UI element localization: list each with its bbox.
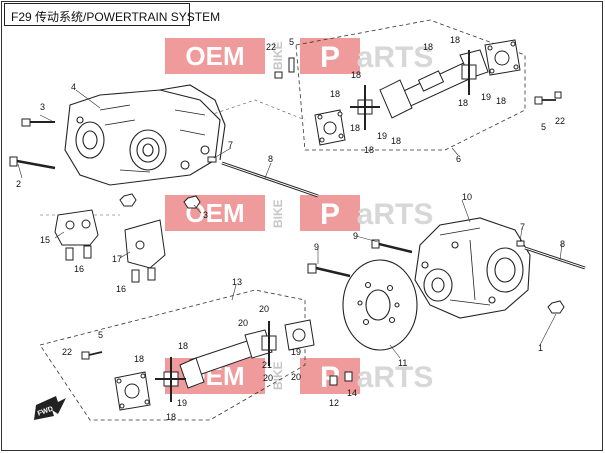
- u-joint-upper-left: [350, 85, 380, 130]
- bolts-5-lower-left: [81, 351, 103, 360]
- callout-5-lower: 5: [98, 330, 103, 340]
- callout-18-h: 18: [458, 98, 468, 108]
- callout-8-front: 8: [268, 154, 273, 164]
- callout-18-i: 18: [496, 96, 506, 106]
- callout-19-b: 19: [481, 92, 491, 102]
- flange-lower-left: [114, 371, 151, 411]
- callout-18-k: 18: [178, 341, 188, 351]
- brake-disc: [342, 259, 418, 351]
- callout-1: 1: [538, 343, 543, 353]
- callout-18-a: 18: [351, 70, 361, 80]
- bolt-2-long: [9, 156, 56, 170]
- svg-text:P: P: [320, 198, 340, 231]
- callout-19-a: 19: [377, 131, 387, 141]
- callout-20-a: 20: [238, 318, 248, 328]
- callout-8-rear: 8: [560, 239, 565, 249]
- u-joint-lower-right: [261, 321, 277, 366]
- watermark-top: OEM BIKE P aRTS: [165, 38, 433, 74]
- rear-differential: [414, 217, 531, 319]
- callout-22-right: 22: [555, 116, 565, 126]
- callout-18-e: 18: [391, 136, 401, 146]
- callout-3-lower: 3: [203, 210, 208, 220]
- flange-upper-right: [484, 39, 521, 76]
- bracket-17: [124, 219, 166, 283]
- nut-1: [547, 300, 565, 314]
- u-joint-upper-right: [461, 50, 477, 95]
- flange-upper-left: [314, 109, 346, 146]
- pin-7-front: [207, 156, 217, 163]
- axle-8-rear: [524, 246, 586, 270]
- flange-lower-right: [284, 319, 315, 351]
- callout-13: 13: [232, 277, 242, 287]
- bolts-12-14: [329, 371, 353, 386]
- svg-text:BIKE: BIKE: [271, 361, 285, 390]
- callout-19-d: 19: [291, 347, 301, 357]
- callout-22-lower: 22: [62, 347, 72, 357]
- callout-17: 17: [112, 254, 122, 264]
- callout-20-b: 20: [259, 304, 269, 314]
- watermark-oem-text: OEM: [185, 41, 244, 71]
- callout-19-c: 19: [177, 398, 187, 408]
- pin-7-rear: [516, 240, 525, 247]
- callout-9-right: 9: [353, 231, 358, 241]
- callout-22-top: 22: [266, 42, 276, 52]
- callout-3-upper: 3: [40, 102, 45, 112]
- bolt-9-right: [371, 239, 413, 254]
- callout-18-d: 18: [364, 145, 374, 155]
- callout-16-left: 16: [74, 264, 84, 274]
- svg-text:aRTS: aRTS: [357, 361, 434, 394]
- callout-21: 21: [262, 360, 272, 370]
- bolt-3-upper: [21, 118, 55, 127]
- callout-2: 2: [16, 179, 21, 189]
- callout-10: 10: [462, 192, 472, 202]
- svg-text:aRTS: aRTS: [357, 198, 434, 231]
- u-joint-lower-left: [155, 357, 186, 402]
- callout-4: 4: [71, 82, 76, 92]
- callout-18-c: 18: [350, 123, 360, 133]
- leader-lines: [17, 89, 563, 359]
- diagram-title-box: F29 传动系统/POWERTRAIN SYSTEM: [4, 3, 220, 26]
- callout-20-c: 20: [263, 373, 273, 383]
- nut-3-lower: [119, 193, 201, 209]
- diagram-title: F29 传动系统/POWERTRAIN SYSTEM: [11, 10, 221, 24]
- callout-16-right: 16: [116, 284, 126, 294]
- bolt-9-left: [307, 263, 351, 278]
- callout-14: 14: [347, 388, 357, 398]
- axle-8-front: [221, 161, 319, 198]
- callout-9-left: 9: [314, 242, 319, 252]
- callout-12: 12: [329, 398, 339, 408]
- bracket-15: [54, 209, 99, 261]
- callout-6: 6: [456, 154, 461, 164]
- fwd-arrow: FWD: [34, 396, 66, 420]
- svg-text:P: P: [320, 41, 340, 74]
- callout-18-l: 18: [166, 412, 176, 422]
- svg-text:aRTS: aRTS: [357, 41, 434, 74]
- drive-shaft-upper: [379, 49, 489, 119]
- callout-18-j: 18: [134, 354, 144, 364]
- callout-18-g: 18: [450, 35, 460, 45]
- group-13-outline: [39, 289, 306, 421]
- callout-7-rear: 7: [520, 222, 525, 232]
- bolts-5-upper-right: [274, 57, 562, 105]
- callout-5-top: 5: [289, 37, 294, 47]
- callout-5-right: 5: [541, 122, 546, 132]
- svg-text:BIKE: BIKE: [271, 199, 285, 228]
- callout-20-d: 20: [291, 372, 301, 382]
- group-6-outline: [295, 19, 526, 151]
- callout-7-front: 7: [228, 140, 233, 150]
- front-differential: [64, 84, 226, 186]
- callout-11: 11: [398, 358, 407, 368]
- callout-15: 15: [40, 235, 50, 245]
- watermark-bike-text: BIKE: [271, 41, 285, 70]
- callout-18-f: 18: [423, 42, 433, 52]
- watermark-middle: OEM BIKE P aRTS: [165, 195, 433, 231]
- callout-18-b: 18: [330, 89, 340, 99]
- callout-labels: 3 2 4 7 8 3 15 16 17 16 22 5 18 18 18 19…: [16, 35, 565, 422]
